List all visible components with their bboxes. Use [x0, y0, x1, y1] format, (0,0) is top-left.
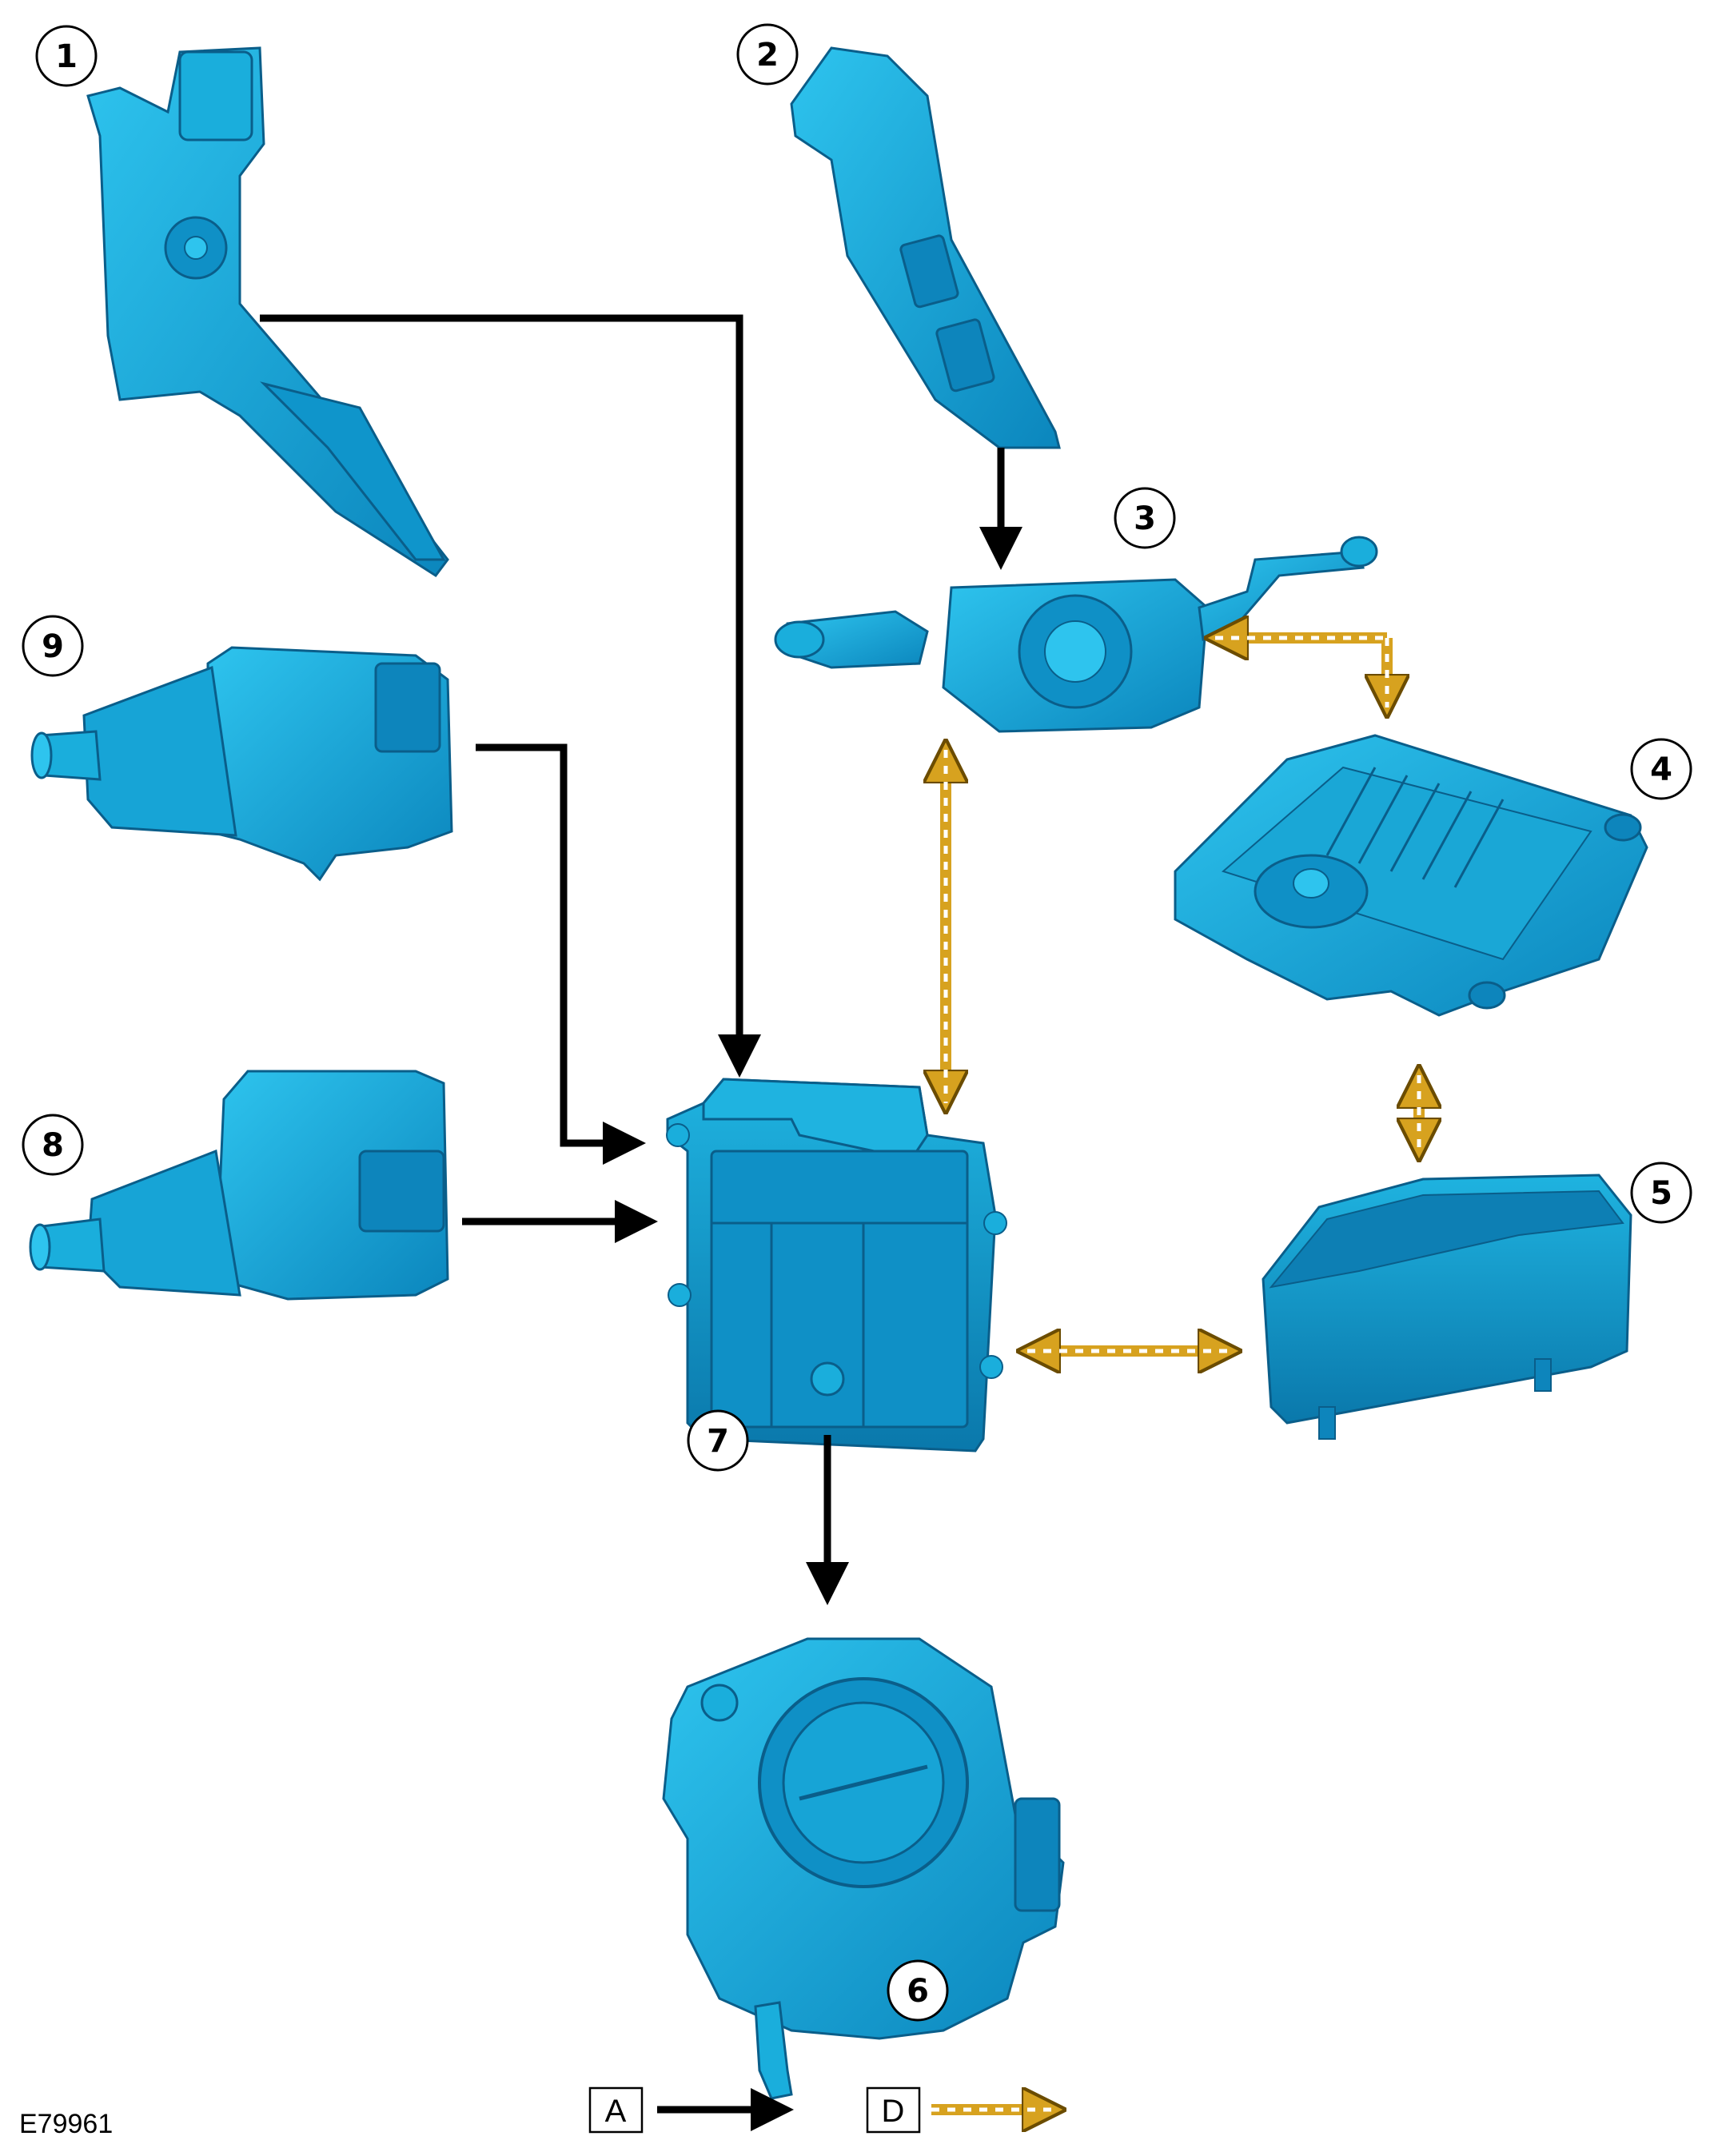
callout-7-label: 7 [707, 1423, 729, 1460]
callout-3-label: 3 [1134, 500, 1156, 537]
switch-panel-image [790, 46, 1061, 449]
callout-1: 1 [35, 25, 98, 87]
figure-id: E79961 [19, 2109, 114, 2139]
callout-6-label: 6 [907, 1973, 929, 2010]
callout-3: 3 [1114, 487, 1176, 549]
ignition-switch-9-image [30, 646, 453, 882]
instrument-cluster-image [1262, 1174, 1632, 1440]
callout-9: 9 [22, 615, 84, 677]
callout-1-label: 1 [55, 38, 78, 75]
callout-2: 2 [736, 23, 799, 86]
callout-5: 5 [1630, 1162, 1692, 1224]
signal-arrows [260, 314, 1022, 1605]
callout-7: 7 [687, 1409, 749, 1472]
callout-8: 8 [22, 1114, 84, 1176]
callout-8-label: 8 [42, 1127, 64, 1164]
engine-control-module-image [666, 1078, 1007, 1453]
callout-6: 6 [887, 1959, 949, 2022]
accelerator-pedal-image [86, 46, 449, 578]
network-arrows [946, 638, 1419, 1351]
legend-d-label: D [882, 2094, 905, 2129]
steering-column-switch-image [774, 536, 1378, 733]
arrow-switch9-to-ecm [476, 743, 646, 1165]
callout-5-label: 5 [1650, 1175, 1672, 1212]
arrow-pedal-to-ecm [260, 314, 761, 1078]
callouts: 1 2 3 4 5 6 7 8 [22, 23, 1692, 2022]
ignition-switch-8-image [29, 1070, 449, 1301]
callout-4-label: 4 [1650, 751, 1672, 788]
callout-4: 4 [1630, 738, 1692, 800]
legend-a-label: A [605, 2094, 627, 2129]
legend: A D [588, 2086, 1055, 2134]
throttle-body-image [662, 1637, 1065, 2100]
callout-2-label: 2 [756, 37, 779, 74]
control-module-4-image [1174, 734, 1648, 1017]
callout-9-label: 9 [42, 628, 64, 665]
legend-signal: A [588, 2086, 794, 2134]
legend-network: D [866, 2086, 1055, 2134]
